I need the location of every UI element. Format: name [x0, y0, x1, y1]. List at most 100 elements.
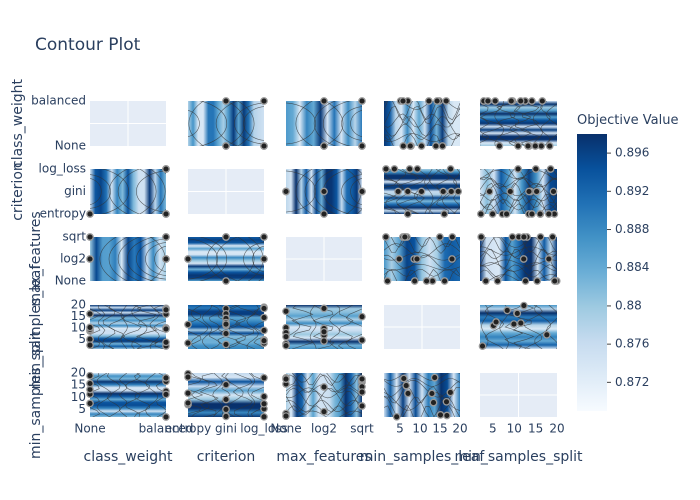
sample-point — [320, 337, 328, 345]
x-tick-min_samples_leaf: 5 — [396, 422, 404, 436]
subplot-criterion-vs-min_samples_split — [477, 165, 559, 218]
subplot-max_features-vs-min_samples_leaf — [382, 233, 460, 285]
sample-points — [184, 233, 268, 285]
colorbar-tick-label: 0.872 — [615, 375, 649, 389]
sample-point — [440, 277, 449, 285]
x-tick-min_samples_split: 20 — [549, 422, 564, 436]
sample-point — [282, 187, 290, 196]
y-tick-max_features: None — [55, 274, 86, 288]
sample-point — [436, 233, 444, 241]
sample-point — [86, 310, 94, 318]
subplot-class_weight-vs-max_features — [286, 97, 366, 150]
sample-point — [358, 336, 366, 345]
sample-point — [260, 412, 268, 421]
sample-point — [184, 255, 192, 263]
sample-point — [495, 142, 504, 150]
colorbar-tick-label: 0.896 — [615, 146, 649, 160]
sample-point — [481, 277, 490, 285]
x-axis-title-max_features: max_features — [276, 449, 371, 465]
sample-point — [358, 402, 366, 410]
sample-point — [86, 233, 94, 241]
sample-points — [184, 369, 268, 421]
sample-points — [222, 97, 268, 150]
contour-fill — [90, 237, 166, 281]
sample-point — [358, 312, 366, 321]
sample-point — [413, 165, 422, 173]
contour-fill — [188, 237, 264, 281]
subplot-criterion-vs-min_samples_leaf — [382, 165, 463, 218]
contour-lines — [384, 237, 460, 281]
sample-point — [417, 187, 426, 196]
y-tick-min_samples_leaf: 20 — [71, 298, 86, 312]
sample-point — [413, 255, 421, 263]
subplot-max_features-vs-min_samples_split — [477, 233, 561, 285]
sample-point — [358, 375, 366, 383]
y-tick-max_features: log2 — [60, 252, 86, 266]
y-tick-min_samples_split: 10 — [71, 390, 86, 404]
sample-point — [550, 277, 559, 285]
sample-point — [86, 371, 94, 380]
sample-point — [401, 233, 409, 241]
sample-point — [503, 306, 512, 315]
subplot-min_samples_split-vs-min_samples_split — [480, 373, 557, 417]
gridlines — [90, 101, 166, 146]
x-tick-min_samples_split: 15 — [528, 422, 543, 436]
sample-points — [86, 165, 170, 218]
x-tick-class_weight: balanced — [139, 422, 194, 436]
sample-point — [383, 277, 392, 285]
sample-point — [510, 320, 518, 328]
sample-point — [162, 338, 170, 347]
sample-point — [86, 399, 94, 408]
x-tick-min_samples_leaf: 15 — [432, 422, 447, 436]
subplot-criterion-vs-class_weight — [86, 165, 170, 218]
contour-fill — [286, 101, 362, 146]
subplot-class_weight-vs-criterion — [188, 97, 268, 150]
subplot-criterion-vs-criterion — [188, 169, 264, 214]
gridlines — [188, 169, 264, 214]
sample-point — [448, 233, 457, 241]
sample-point — [260, 336, 268, 345]
sample-point — [528, 97, 536, 105]
colorbar-tick-label: 0.892 — [615, 184, 649, 198]
sample-point — [260, 255, 268, 263]
y-axis-title-min_samples_leaf: min_samples_leaf — [28, 264, 44, 390]
x-tick-max_features: None — [270, 422, 301, 436]
sample-point — [492, 318, 500, 326]
subplot-min_samples_split-vs-criterion — [184, 369, 268, 421]
sample-point — [443, 411, 451, 420]
colorbar-tick-label: 0.876 — [615, 337, 649, 351]
x-tick-min_samples_leaf: 20 — [452, 422, 467, 436]
sample-point — [428, 389, 436, 398]
sample-point — [184, 320, 192, 329]
sample-point — [406, 142, 415, 150]
colorbar-tick-label: 0.88 — [615, 298, 642, 312]
y-tick-criterion: gini — [64, 184, 86, 198]
y-tick-min_samples_split: 20 — [71, 366, 86, 380]
sample-point — [525, 187, 533, 196]
sample-point — [508, 233, 517, 241]
sample-point — [514, 165, 522, 173]
x-axis-title-criterion: criterion — [197, 449, 256, 465]
x-tick-min_samples_leaf: 10 — [412, 422, 427, 436]
sample-point — [162, 374, 170, 382]
sample-point — [260, 313, 268, 322]
sample-point — [260, 373, 268, 382]
sample-point — [442, 97, 451, 105]
chart-title: Contour Plot — [35, 35, 141, 55]
sample-point — [260, 142, 268, 150]
sample-point — [542, 330, 551, 339]
contour-fill — [90, 373, 166, 417]
sample-point — [86, 341, 94, 350]
y-axis-title-class_weight: class_weight — [10, 79, 26, 168]
sample-point — [320, 142, 328, 150]
sample-point — [320, 407, 328, 416]
sample-point — [520, 233, 528, 241]
sample-point — [222, 405, 230, 414]
sample-point — [399, 97, 407, 105]
sample-point — [162, 165, 170, 173]
y-tick-criterion: log_loss — [39, 162, 86, 176]
sample-point — [544, 255, 553, 263]
sample-point — [516, 319, 525, 327]
colorbar-tick-label: 0.884 — [615, 260, 649, 274]
sample-point — [162, 210, 170, 218]
